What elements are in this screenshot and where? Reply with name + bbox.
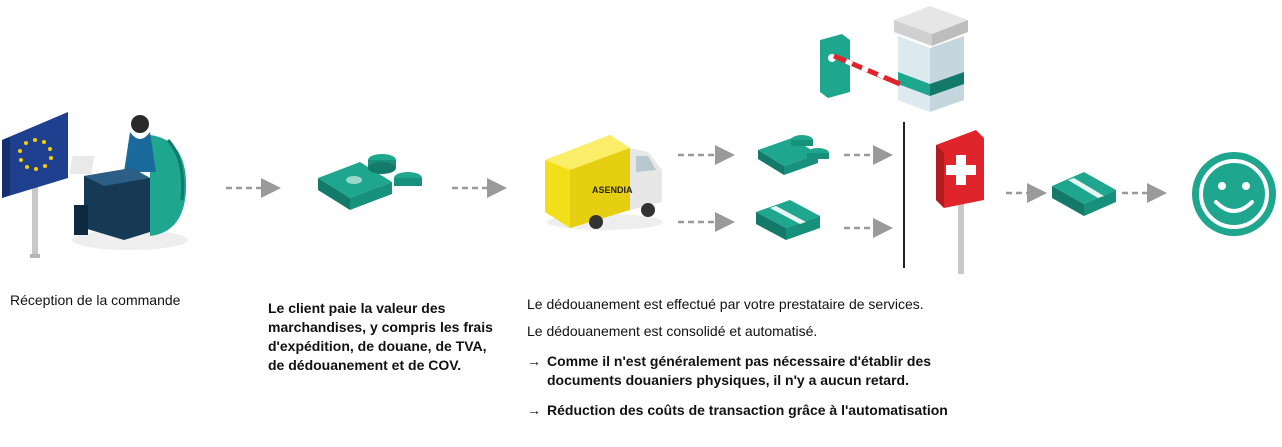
customs-info-text: Le dédouanement est effectué par votre p… — [527, 296, 924, 312]
svg-text:ASENDIA: ASENDIA — [592, 185, 633, 195]
customs-info-text: Le dédouanement est consolidé et automat… — [527, 323, 818, 339]
swiss-flag-icon — [936, 130, 984, 274]
customer-at-desk-icon — [69, 115, 188, 250]
benefit-item: → Comme il n'est généralement pas nécess… — [527, 352, 967, 390]
customer-pays-text: Le client paie la valeur des marchandise… — [268, 300, 493, 373]
eu-flag-icon — [2, 112, 68, 258]
delivery-truck-icon: ASENDIA — [545, 135, 663, 230]
parcel-icon — [756, 200, 820, 240]
benefit-text: Réduction des coûts de transaction grâce… — [547, 402, 948, 418]
parcel-icon — [1052, 172, 1116, 216]
money-icon — [318, 154, 422, 210]
order-reception-label: Réception de la commande — [10, 292, 181, 308]
customs-booth-barrier-icon — [820, 6, 968, 112]
money-icon — [758, 135, 829, 175]
smiley-face-icon — [1192, 152, 1276, 236]
arrow-right-icon: → — [527, 402, 541, 418]
benefit-item: → Réduction des coûts de transaction grâ… — [527, 401, 967, 420]
benefit-text: Comme il n'est généralement pas nécessai… — [547, 353, 932, 388]
arrow-right-icon: → — [527, 353, 541, 369]
